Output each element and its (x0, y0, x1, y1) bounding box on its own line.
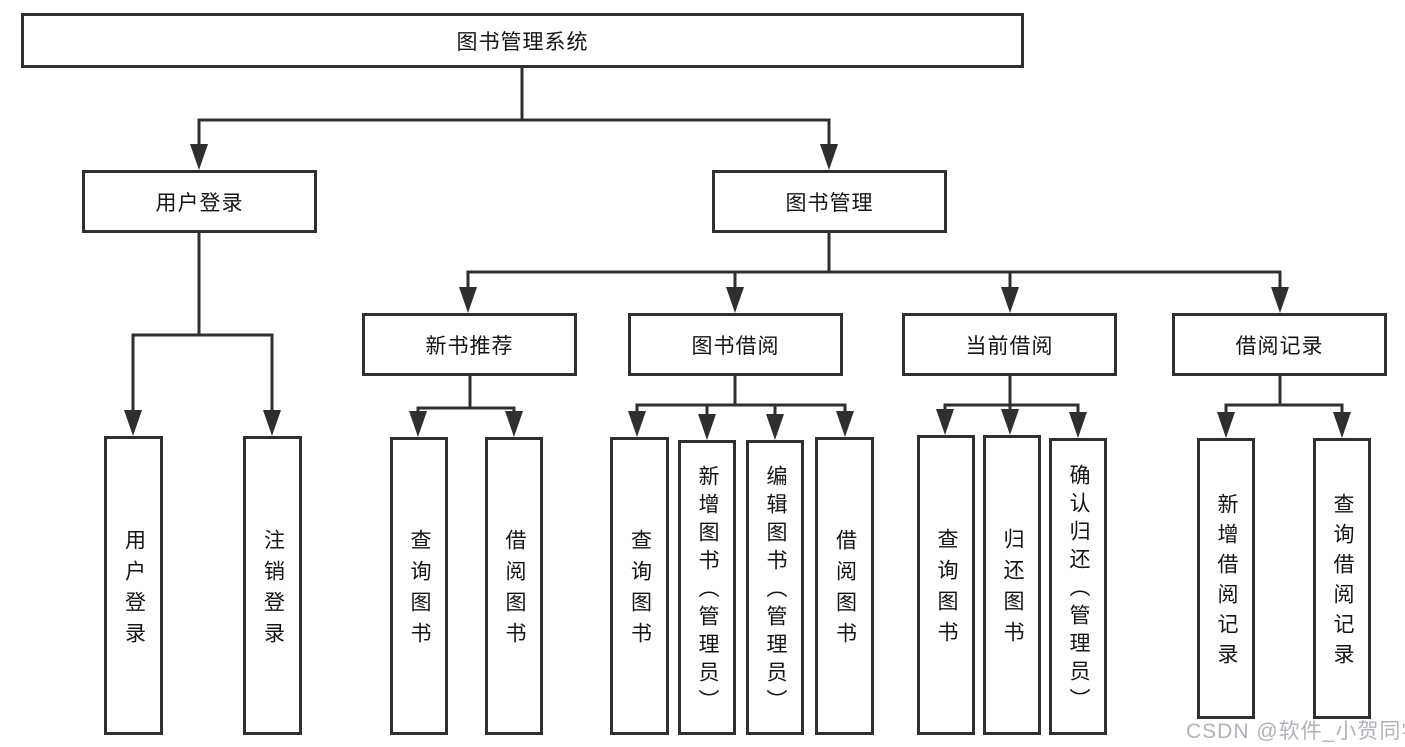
connector-arrows (124, 144, 1351, 440)
leaf-borrow-add-books-admin-label: 新增图书（管理员） (696, 465, 719, 717)
leaf-current-confirm-return-admin-label: 确认归还（管理员） (1067, 464, 1090, 716)
leaf-logout: 注销登录 (243, 436, 302, 735)
node-book-management-label: 图书管理 (785, 191, 874, 215)
node-user-login-label: 用户登录 (155, 191, 244, 215)
leaf-current-query-books-label: 查询图书 (935, 528, 958, 652)
leaf-records-add-record: 新增借阅记录 (1197, 438, 1255, 719)
leaf-current-confirm-return-admin: 确认归还（管理员） (1049, 438, 1107, 735)
leaf-records-add-record-label: 新增借阅记录 (1215, 493, 1238, 673)
leaf-borrow-edit-books-admin-label: 编辑图书（管理员） (764, 465, 787, 717)
node-book-management: 图书管理 (712, 170, 947, 233)
node-borrowing-records: 借阅记录 (1172, 313, 1387, 376)
leaf-borrow-edit-books-admin: 编辑图书（管理员） (746, 440, 804, 735)
node-book-borrowing: 图书借阅 (628, 313, 843, 376)
leaf-user-login: 用户登录 (104, 436, 163, 735)
leaf-newbook-query-books-label: 查询图书 (408, 529, 431, 653)
node-user-login: 用户登录 (82, 170, 317, 233)
leaf-borrow-borrow-books-label: 借阅图书 (833, 529, 857, 653)
leaf-current-query-books: 查询图书 (917, 435, 975, 735)
leaf-records-query-record-label: 查询借阅记录 (1331, 493, 1354, 673)
node-current-borrowing: 当前借阅 (902, 313, 1117, 376)
node-current-borrowing-label: 当前借阅 (965, 334, 1054, 358)
node-borrowing-records-label: 借阅记录 (1235, 334, 1324, 358)
node-root: 图书管理系统 (21, 13, 1024, 68)
node-new-book-recommend: 新书推荐 (362, 313, 577, 376)
leaf-records-query-record: 查询借阅记录 (1313, 438, 1371, 719)
leaf-borrow-borrow-books: 借阅图书 (815, 437, 874, 735)
leaf-borrow-add-books-admin: 新增图书（管理员） (678, 440, 736, 735)
leaf-borrow-query-books-label: 查询图书 (628, 529, 652, 653)
leaf-current-return-books: 归还图书 (983, 435, 1041, 735)
leaf-user-login-label: 用户登录 (122, 528, 146, 653)
node-book-borrowing-label: 图书借阅 (691, 334, 780, 358)
leaf-borrow-query-books: 查询图书 (610, 437, 669, 735)
leaf-logout-label: 注销登录 (261, 528, 285, 653)
leaf-newbook-query-books: 查询图书 (390, 437, 448, 735)
leaf-newbook-borrow-books-label: 借阅图书 (503, 529, 526, 653)
connector-paths (131, 68, 1344, 418)
leaf-current-return-books-label: 归还图书 (1001, 528, 1024, 652)
node-new-book-recommend-label: 新书推荐 (425, 334, 514, 358)
leaf-newbook-borrow-books: 借阅图书 (485, 437, 543, 735)
watermark: CSDN @软件_小贺同学 (1186, 720, 1405, 743)
node-root-label: 图书管理系统 (456, 30, 589, 54)
